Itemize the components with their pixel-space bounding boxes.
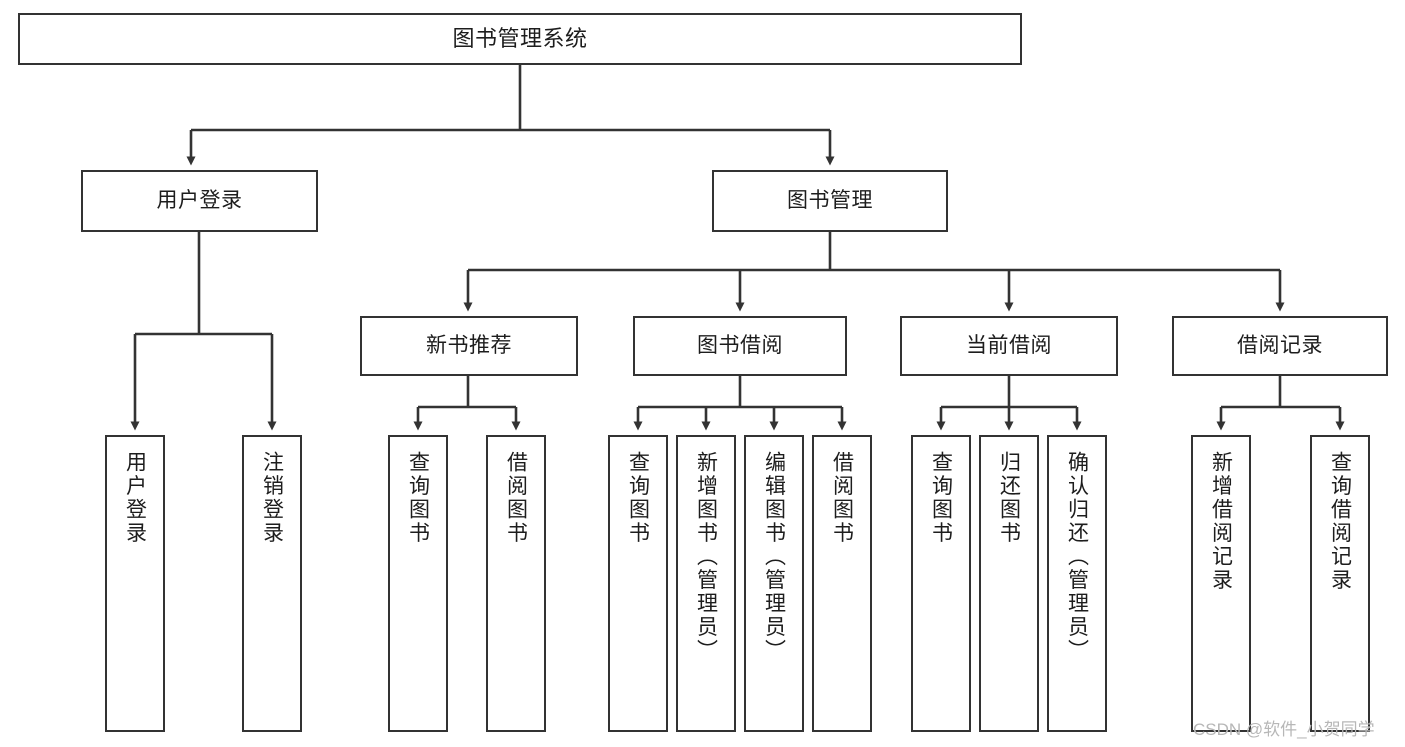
node-root-book-management-system[interactable]: 图书管理系统 [18, 13, 1022, 65]
leaf-add-book-admin[interactable]: 新增图书（管理员） [676, 435, 736, 732]
leaf-borrow-book[interactable]: 借阅图书 [812, 435, 872, 732]
node-book-management[interactable]: 图书管理 [712, 170, 948, 232]
node-book-borrowing[interactable]: 图书借阅 [633, 316, 847, 376]
node-label: 当前借阅 [966, 333, 1052, 357]
node-label: 查询借阅记录 [1328, 451, 1352, 592]
leaf-borrow-book-new-recommend[interactable]: 借阅图书 [486, 435, 546, 732]
leaf-edit-book-admin[interactable]: 编辑图书（管理员） [744, 435, 804, 732]
node-label: 查询图书 [406, 451, 430, 545]
node-label: 确认归还（管理员） [1065, 451, 1089, 663]
node-label: 查询图书 [929, 451, 953, 545]
node-label: 借阅图书 [830, 451, 854, 545]
node-label: 用户登录 [156, 188, 243, 212]
node-user-login[interactable]: 用户登录 [81, 170, 318, 232]
leaf-query-book-borrow[interactable]: 查询图书 [608, 435, 668, 732]
leaf-add-borrow-record[interactable]: 新增借阅记录 [1191, 435, 1251, 732]
node-label: 借阅图书 [504, 451, 528, 545]
node-label: 新增借阅记录 [1209, 451, 1233, 592]
node-label: 图书管理 [787, 188, 873, 212]
node-label: 编辑图书（管理员） [762, 451, 786, 663]
leaf-query-borrow-record[interactable]: 查询借阅记录 [1310, 435, 1370, 732]
leaf-user-login[interactable]: 用户登录 [105, 435, 165, 732]
node-label: 查询图书 [626, 451, 650, 545]
leaf-logout[interactable]: 注销登录 [242, 435, 302, 732]
node-label: 新增图书（管理员） [694, 451, 718, 663]
node-borrowing-record[interactable]: 借阅记录 [1172, 316, 1388, 376]
node-label: 用户登录 [123, 451, 147, 545]
node-current-borrowing[interactable]: 当前借阅 [900, 316, 1118, 376]
leaf-confirm-return-admin[interactable]: 确认归还（管理员） [1047, 435, 1107, 732]
leaf-query-book-current[interactable]: 查询图书 [911, 435, 971, 732]
node-label: 归还图书 [997, 451, 1021, 545]
node-label: 图书借阅 [697, 333, 783, 357]
node-label: 新书推荐 [426, 333, 512, 357]
leaf-return-book[interactable]: 归还图书 [979, 435, 1039, 732]
node-new-book-recommendation[interactable]: 新书推荐 [360, 316, 578, 376]
node-label: 注销登录 [260, 451, 284, 545]
node-label: 借阅记录 [1237, 333, 1323, 357]
leaf-query-book-new-recommend[interactable]: 查询图书 [388, 435, 448, 732]
node-label: 图书管理系统 [452, 26, 588, 52]
